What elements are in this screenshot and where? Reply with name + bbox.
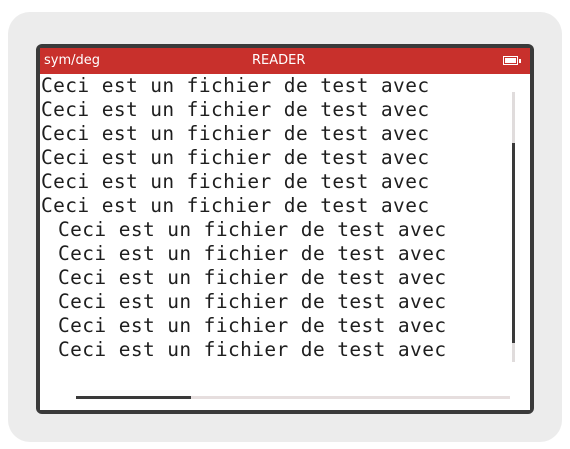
text-line: Ceci est un fichier de test avec: [41, 170, 430, 193]
text-line: Ceci est un fichier de test avec: [58, 266, 447, 289]
text-line: Ceci est un fichier de test avec: [41, 122, 430, 145]
text-line: Ceci est un fichier de test avec: [58, 290, 447, 313]
angle-mode-indicator: sym/deg: [44, 53, 101, 68]
app-title: READER: [252, 53, 306, 68]
horizontal-scrollbar-thumb[interactable]: [76, 396, 191, 399]
text-line: Ceci est un fichier de test avec: [41, 146, 430, 169]
text-line: Ceci est un fichier de test avec: [41, 98, 430, 121]
text-line: Ceci est un fichier de test avec: [58, 242, 447, 265]
text-line: Ceci est un fichier de test avec: [41, 194, 430, 217]
text-line: Ceci est un fichier de test avec: [58, 314, 447, 337]
text-line: Ceci est un fichier de test avec: [58, 218, 447, 241]
title-bar: sym/deg READER: [40, 48, 530, 74]
text-line: Ceci est un fichier de test avec: [41, 74, 430, 97]
horizontal-scrollbar-track[interactable]: [76, 396, 510, 399]
text-line: Ceci est un fichier de test avec: [58, 338, 447, 361]
reader-text-area[interactable]: Ceci est un fichier de test avec Ceci es…: [40, 74, 530, 410]
vertical-scrollbar-thumb[interactable]: [512, 143, 515, 343]
battery-full-icon: [503, 56, 521, 65]
screen: sym/deg READER Ceci est un fichier de te…: [40, 48, 530, 410]
